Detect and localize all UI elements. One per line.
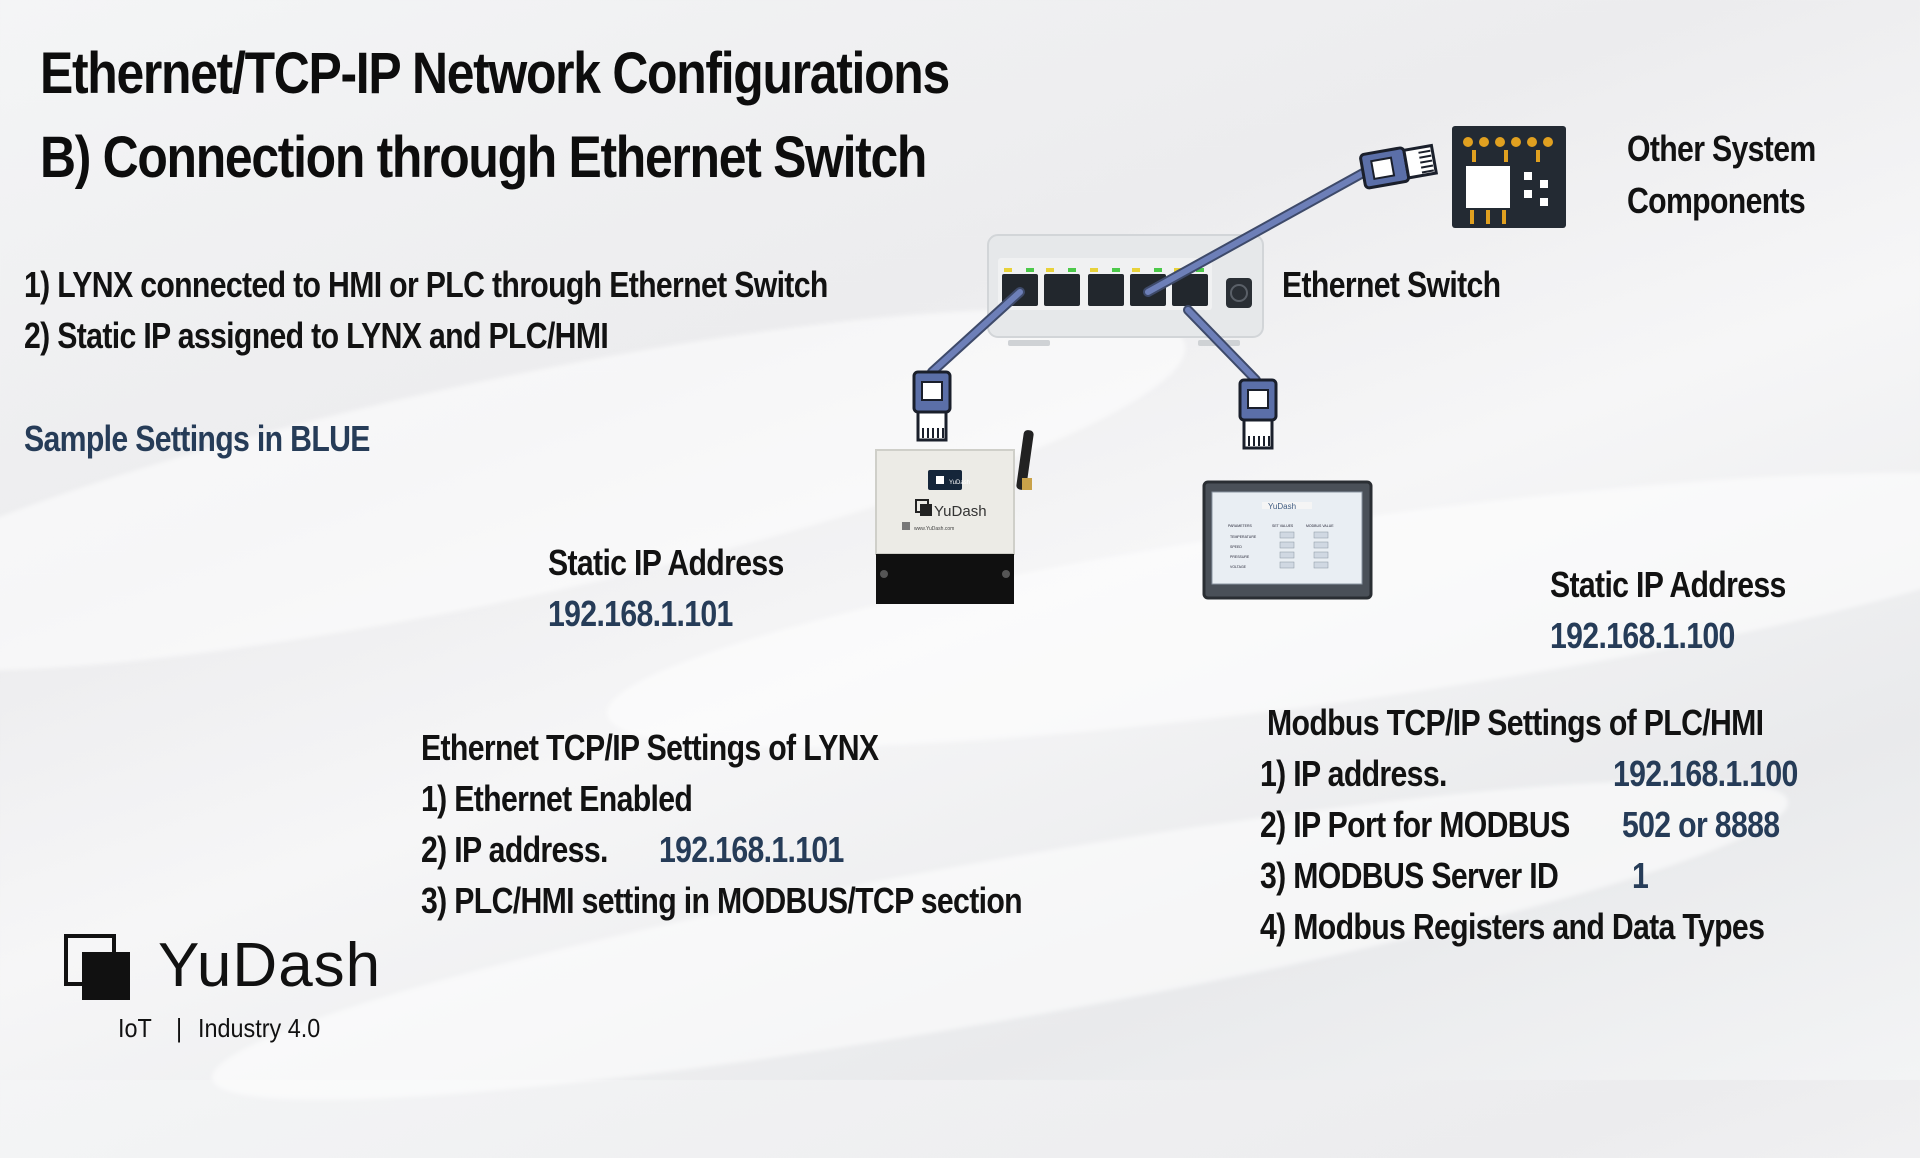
lynx-static-ip-value: 192.168.1.101	[548, 593, 733, 634]
network-diagram: YuDash YuDash www.YuDash.com YuDash PARA…	[64, 126, 1566, 1000]
hmi-table-header: MODBUS VALUE	[1306, 524, 1334, 528]
rj45-connector-icon	[1359, 143, 1439, 190]
lynx-device-tag: YuDash	[949, 480, 970, 486]
rj45-connector-icon	[1238, 378, 1278, 450]
lynx-device-url: www.YuDash.com	[914, 526, 954, 532]
hmi-brand-text: YuDash	[1268, 502, 1296, 511]
plc-static-ip-value: 192.168.1.100	[1550, 615, 1735, 656]
lynx-settings-heading: Ethernet TCP/IP Settings of LYNX	[421, 727, 879, 768]
title-line-1: Ethernet/TCP-IP Network Configurations	[40, 41, 950, 106]
lynx-settings-item-2-value: 192.168.1.101	[659, 829, 844, 870]
rj45-connector-icon	[912, 370, 952, 442]
plc-settings-item-2-label: 2) IP Port for MODBUS	[1260, 804, 1570, 845]
logo-tagline-separator: |	[176, 1013, 183, 1043]
plc-settings-item-2-value: 502 or 8888	[1622, 804, 1780, 845]
lynx-device-image: YuDash YuDash www.YuDash.com	[875, 430, 1034, 604]
lynx-static-ip-label: Static IP Address	[548, 542, 784, 583]
ethernet-switch-label: Ethernet Switch	[1282, 264, 1501, 305]
hmi-device-image: YuDash PARAMETERS SET VALUES MODBUS VALU…	[1202, 480, 1373, 600]
yudash-logo-text: YuDash	[158, 931, 382, 1000]
sample-settings-note: Sample Settings in BLUE	[24, 418, 370, 459]
intro-item-2: 2) Static IP assigned to LYNX and PLC/HM…	[24, 315, 609, 356]
hmi-table-cell: TEMPERATURE	[1230, 535, 1257, 539]
logo-tagline-industry: Industry 4.0	[198, 1013, 321, 1043]
logo-tagline-iot: IoT	[118, 1013, 152, 1043]
plc-settings-item-3-label: 3) MODBUS Server ID	[1260, 855, 1559, 896]
title-line-2: B) Connection through Ethernet Switch	[40, 125, 927, 190]
hmi-table-cell: SPEED	[1230, 545, 1242, 549]
hmi-table-header: PARAMETERS	[1228, 524, 1253, 528]
plc-settings-item-3-value: 1	[1632, 855, 1649, 896]
circuit-board-icon	[1452, 126, 1566, 228]
plc-settings-item-1-label: 1) IP address.	[1260, 753, 1447, 794]
plc-settings-heading: Modbus TCP/IP Settings of PLC/HMI	[1267, 702, 1764, 743]
lynx-settings-item-1: 1) Ethernet Enabled	[421, 778, 693, 819]
yudash-logo-mark	[64, 934, 130, 1000]
lynx-device-brand: YuDash	[934, 503, 987, 520]
hmi-table-cell: VOLTAGE	[1230, 565, 1247, 569]
plc-settings-item-4: 4) Modbus Registers and Data Types	[1260, 906, 1765, 947]
hmi-table-header: SET VALUES	[1272, 524, 1294, 528]
plc-static-ip-label: Static IP Address	[1550, 564, 1786, 605]
other-components-label-line-1: Other System	[1627, 128, 1816, 169]
intro-item-1: 1) LYNX connected to HMI or PLC through …	[24, 264, 828, 305]
lynx-settings-item-3: 3) PLC/HMI setting in MODBUS/TCP section	[421, 880, 1023, 921]
other-components-label-line-2: Components	[1627, 180, 1806, 221]
lynx-settings-item-2-label: 2) IP address.	[421, 829, 608, 870]
hmi-table-cell: PRESSURE	[1230, 555, 1250, 559]
plc-settings-item-1-value: 192.168.1.100	[1613, 753, 1798, 794]
